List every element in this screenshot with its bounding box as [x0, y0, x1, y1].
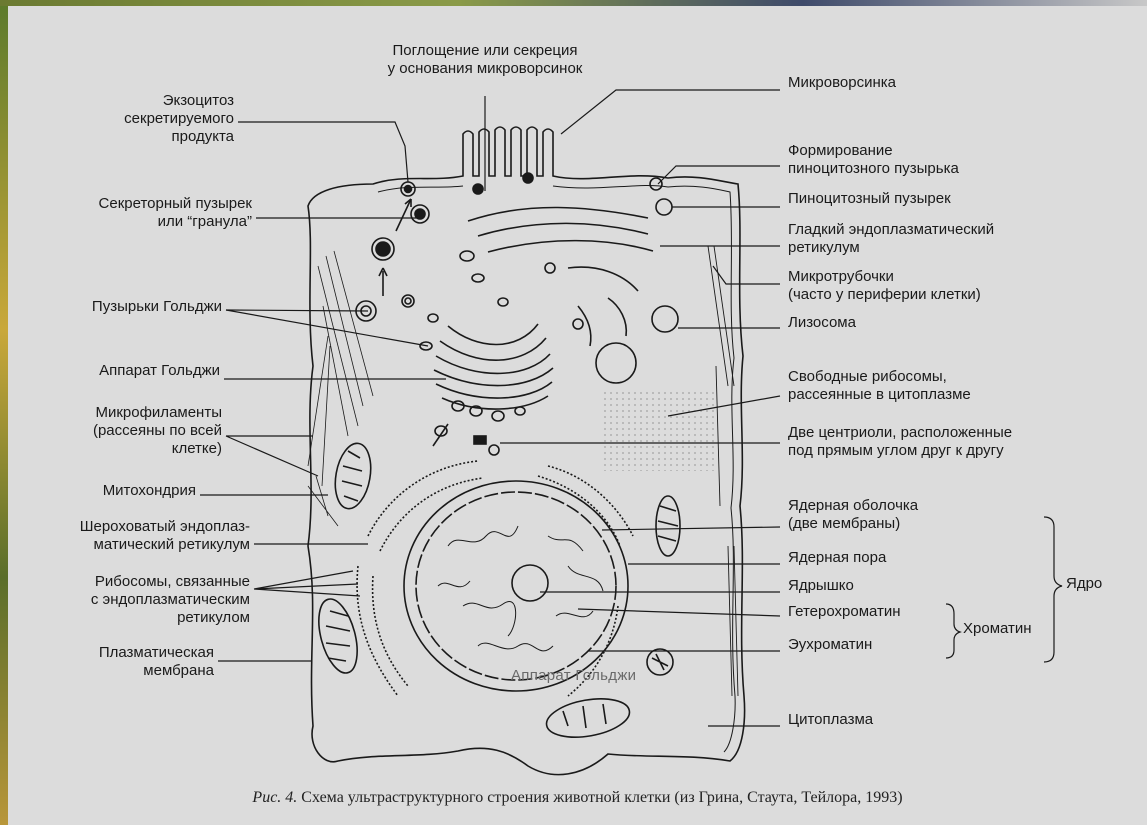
label-nuclear-pore: Ядерная пора — [788, 549, 886, 567]
nuclear-envelope-outer — [404, 481, 628, 691]
overlay-golgi-label: Аппарат Гольджи — [511, 667, 636, 684]
label-microtubules: Микротрубочки(часто у периферии клетки) — [788, 268, 981, 304]
label-lysosome: Лизосома — [788, 314, 856, 332]
label-nucleolus: Ядрышко — [788, 577, 854, 595]
label-cytoplasm: Цитоплазма — [788, 711, 873, 729]
caption-text: Схема ультраструктурного строения животн… — [297, 789, 902, 806]
label-nucleus: Ядро — [1066, 575, 1102, 593]
label-free-ribosomes: Свободные рибосомы,рассеянные в цитоплаз… — [788, 368, 971, 404]
nuclear-envelope-inner — [416, 492, 616, 680]
background-photo-left — [0, 0, 8, 825]
label-euchromatin: Эухроматин — [788, 636, 872, 654]
label-nuclear-envelope: Ядерная оболочка(две мембраны) — [788, 497, 918, 533]
caption-prefix: Рис. 4. — [252, 789, 297, 806]
label-pinocytic-vesicle: Пиноцитозный пузырек — [788, 190, 951, 208]
label-microvillus: Микроворсинка — [788, 74, 896, 92]
nucleolus-shape — [512, 565, 548, 601]
label-heterochromatin: Гетерохроматин — [788, 603, 901, 621]
label-golgi-apparatus: Аппарат Гольджи — [38, 362, 220, 380]
label-chromatin: Хроматин — [963, 620, 1032, 638]
label-rough-er: Шероховатый эндоплаз-матический ретикулу… — [8, 518, 250, 554]
label-mitochondrion: Митохондрия — [38, 482, 196, 500]
label-golgi-vesicles: Пузырьки Гольджи — [38, 298, 222, 316]
figure-caption: Рис. 4. Схема ультраструктурного строени… — [8, 789, 1147, 807]
